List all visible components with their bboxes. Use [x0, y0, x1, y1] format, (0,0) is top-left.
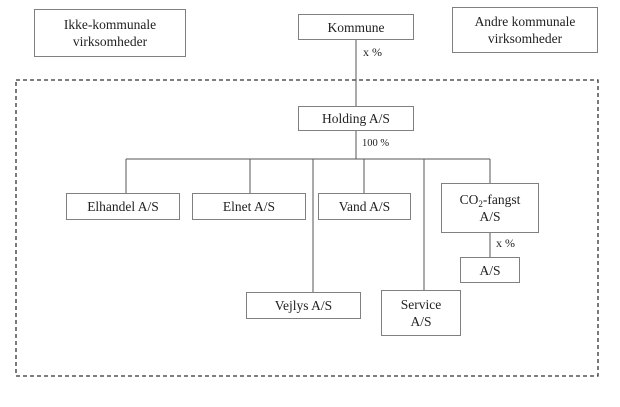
ikke-kommunale-box: Ikke-kommunale virksomheder: [34, 9, 186, 57]
co2-child-label: A/S: [479, 262, 501, 278]
service-box: Service A/S: [381, 290, 461, 336]
kommune-to-holding-pct: x %: [363, 45, 382, 59]
vejlys-label: Vejlys A/S: [274, 298, 333, 313]
elhandel-box: Elhandel A/S: [66, 193, 180, 220]
elhandel-label: Elhandel A/S: [87, 199, 159, 214]
vejlys-box: Vejlys A/S: [246, 292, 361, 319]
andre-kommunale-box: Andre kommunale virksomheder: [452, 7, 598, 53]
service-line1: Service: [400, 297, 442, 312]
holding-box: Holding A/S: [298, 106, 414, 131]
andre-kommunale-line1: Andre kommunale: [474, 14, 576, 29]
ikke-kommunale-line2: virksomheder: [72, 34, 148, 49]
elnet-label: Elnet A/S: [222, 199, 276, 214]
co2-fangst-line2: A/S: [479, 209, 501, 224]
service-line2: A/S: [410, 314, 432, 329]
co2-to-child-pct: x %: [496, 236, 515, 250]
holding-label: Holding A/S: [322, 111, 390, 126]
holding-ownership-pct: 100 %: [362, 138, 390, 149]
elnet-box: Elnet A/S: [192, 193, 306, 220]
kommune-label: Kommune: [327, 19, 385, 35]
vand-label: Vand A/S: [338, 199, 391, 214]
co2-fangst-box: CO2-fangst A/S: [441, 183, 539, 233]
group-boundary: [15, 79, 599, 377]
kommune-box: Kommune: [298, 14, 414, 40]
co2-child-box: A/S: [460, 257, 520, 283]
co2-fangst-line1: CO2-fangst: [459, 192, 521, 209]
andre-kommunale-line2: virksomheder: [487, 31, 563, 46]
ikke-kommunale-line1: Ikke-kommunale: [63, 17, 157, 32]
vand-box: Vand A/S: [318, 193, 411, 220]
